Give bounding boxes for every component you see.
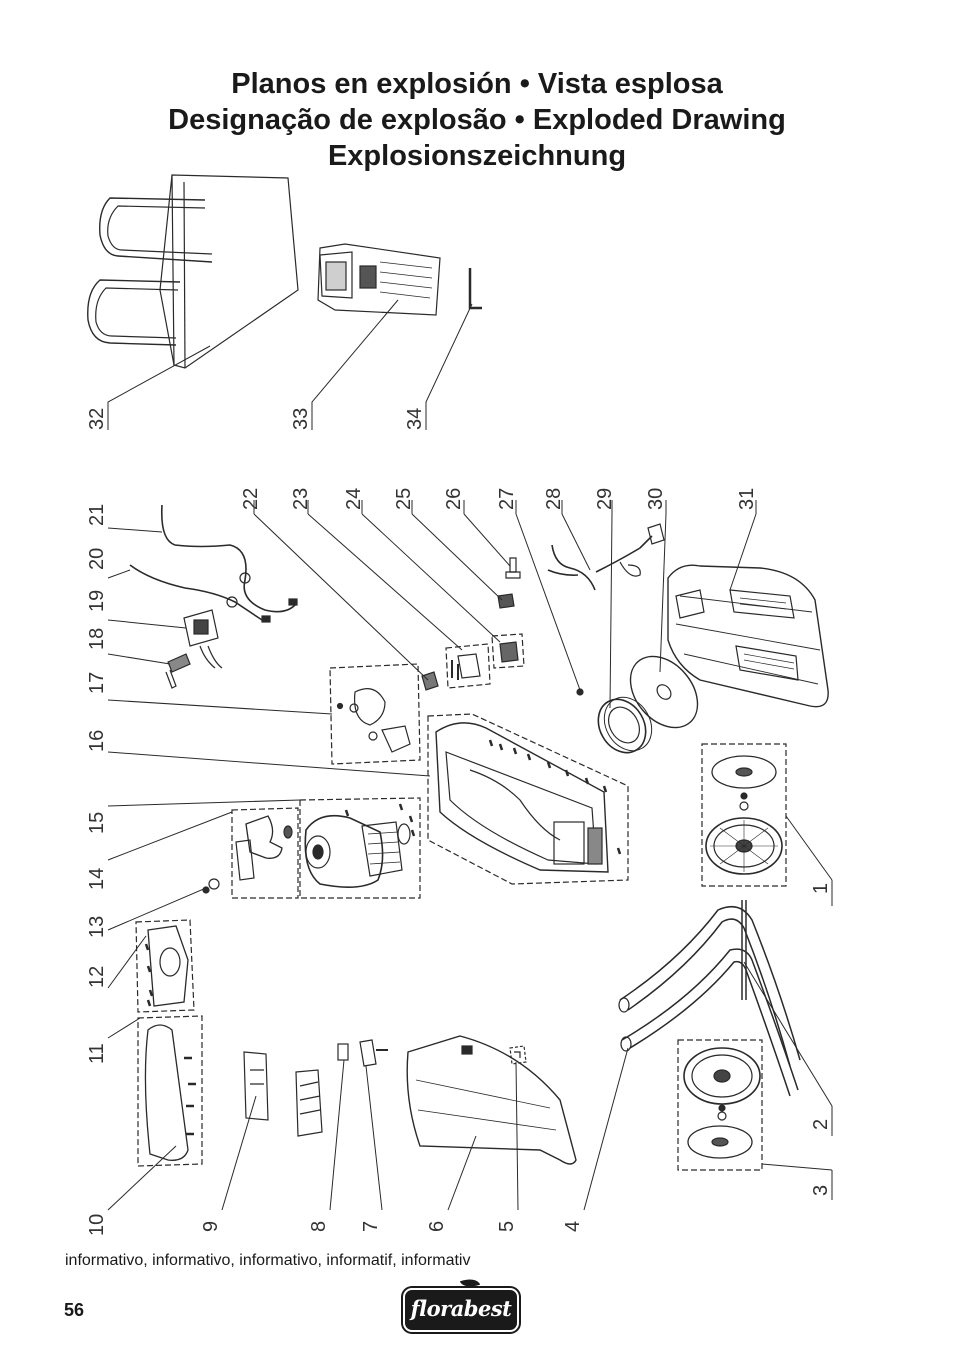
part-guard-b	[295, 1069, 323, 1137]
part-1-front-wheel	[701, 743, 787, 887]
part-14-blade	[231, 807, 299, 899]
label-2: 2	[810, 1119, 832, 1130]
part-23-bracket	[445, 643, 491, 689]
brand-name: florabest	[410, 1296, 512, 1321]
leader-lines	[107, 299, 833, 1211]
label-17: 17	[86, 672, 108, 694]
part-25-small-clip	[497, 593, 515, 609]
part-22-block	[421, 671, 439, 691]
page-title: Planos en explosión • Vista esplosa Desi…	[0, 66, 954, 174]
part-4-handle	[618, 900, 801, 1097]
part-5-clip	[509, 1045, 527, 1065]
label-18: 18	[86, 628, 108, 650]
label-32: 32	[86, 408, 108, 430]
part-19-switch-box	[183, 609, 223, 669]
label-34: 34	[404, 408, 426, 430]
part-3-rear-wheel	[677, 1039, 763, 1171]
label-15: 15	[86, 812, 108, 834]
label-25: 25	[393, 488, 415, 510]
label-19: 19	[86, 590, 108, 612]
label-21: 21	[86, 504, 108, 526]
part-20-21-cables	[129, 504, 298, 623]
label-5: 5	[496, 1221, 518, 1232]
label-26: 26	[443, 488, 465, 510]
label-31: 31	[736, 488, 758, 510]
title-line-1: Planos en explosión • Vista esplosa	[231, 68, 723, 100]
label-12: 12	[86, 966, 108, 988]
part-26-bolt	[505, 557, 521, 579]
part-8-spacer	[337, 1043, 349, 1061]
part-31-deck-frame	[667, 564, 829, 708]
part-34-hex-key	[468, 268, 482, 310]
part-16-motor-housing	[427, 713, 629, 885]
florabest-logo: florabest	[403, 1275, 519, 1332]
part-29-power-cord	[595, 523, 665, 577]
label-30: 30	[645, 488, 667, 510]
label-16: 16	[86, 730, 108, 752]
part-24-clip	[491, 633, 525, 669]
part-32-bag	[87, 174, 299, 369]
label-27: 27	[496, 488, 518, 510]
label-11: 11	[86, 1043, 108, 1064]
part-33-grassbox-lid	[317, 243, 441, 316]
label-22: 22	[240, 488, 262, 510]
label-24: 24	[343, 488, 365, 510]
part-7-knob	[359, 1039, 388, 1067]
label-1: 1	[810, 883, 832, 894]
footnote: informativo, informativo, informativo, i…	[65, 1252, 471, 1269]
label-20: 20	[86, 548, 108, 570]
part-ring	[597, 696, 653, 754]
label-14: 14	[86, 868, 108, 890]
label-29: 29	[594, 488, 616, 510]
part-15-motor	[299, 797, 421, 899]
label-4: 4	[562, 1221, 584, 1232]
label-8: 8	[308, 1221, 330, 1232]
part-6-rear-cover	[406, 1035, 577, 1165]
label-10: 10	[86, 1214, 108, 1236]
label-33: 33	[290, 408, 312, 430]
label-6: 6	[426, 1221, 448, 1232]
title-line-3: Explosionszeichnung	[327, 140, 627, 172]
label-13: 13	[86, 916, 108, 938]
part-10-side-cover	[137, 1015, 203, 1167]
part-18-plug	[165, 653, 191, 689]
label-3: 3	[810, 1185, 832, 1196]
part-12-housing	[135, 919, 195, 1013]
page-number: 56	[64, 1300, 85, 1320]
part-labels: 1 2 3 4 5 6 7 8 9 10 11 12 13 14 15 16 1…	[86, 408, 832, 1236]
part-9-guard	[243, 1051, 269, 1121]
part-30-disc	[629, 655, 699, 729]
label-7: 7	[360, 1221, 382, 1232]
label-9: 9	[200, 1221, 222, 1232]
label-28: 28	[543, 488, 565, 510]
part-13-nut	[202, 878, 220, 894]
part-28-cable	[547, 544, 596, 591]
title-line-2: Designação de explosão • Exploded Drawin…	[168, 104, 786, 136]
part-17-knob-assembly	[329, 663, 421, 765]
label-23: 23	[290, 488, 312, 510]
